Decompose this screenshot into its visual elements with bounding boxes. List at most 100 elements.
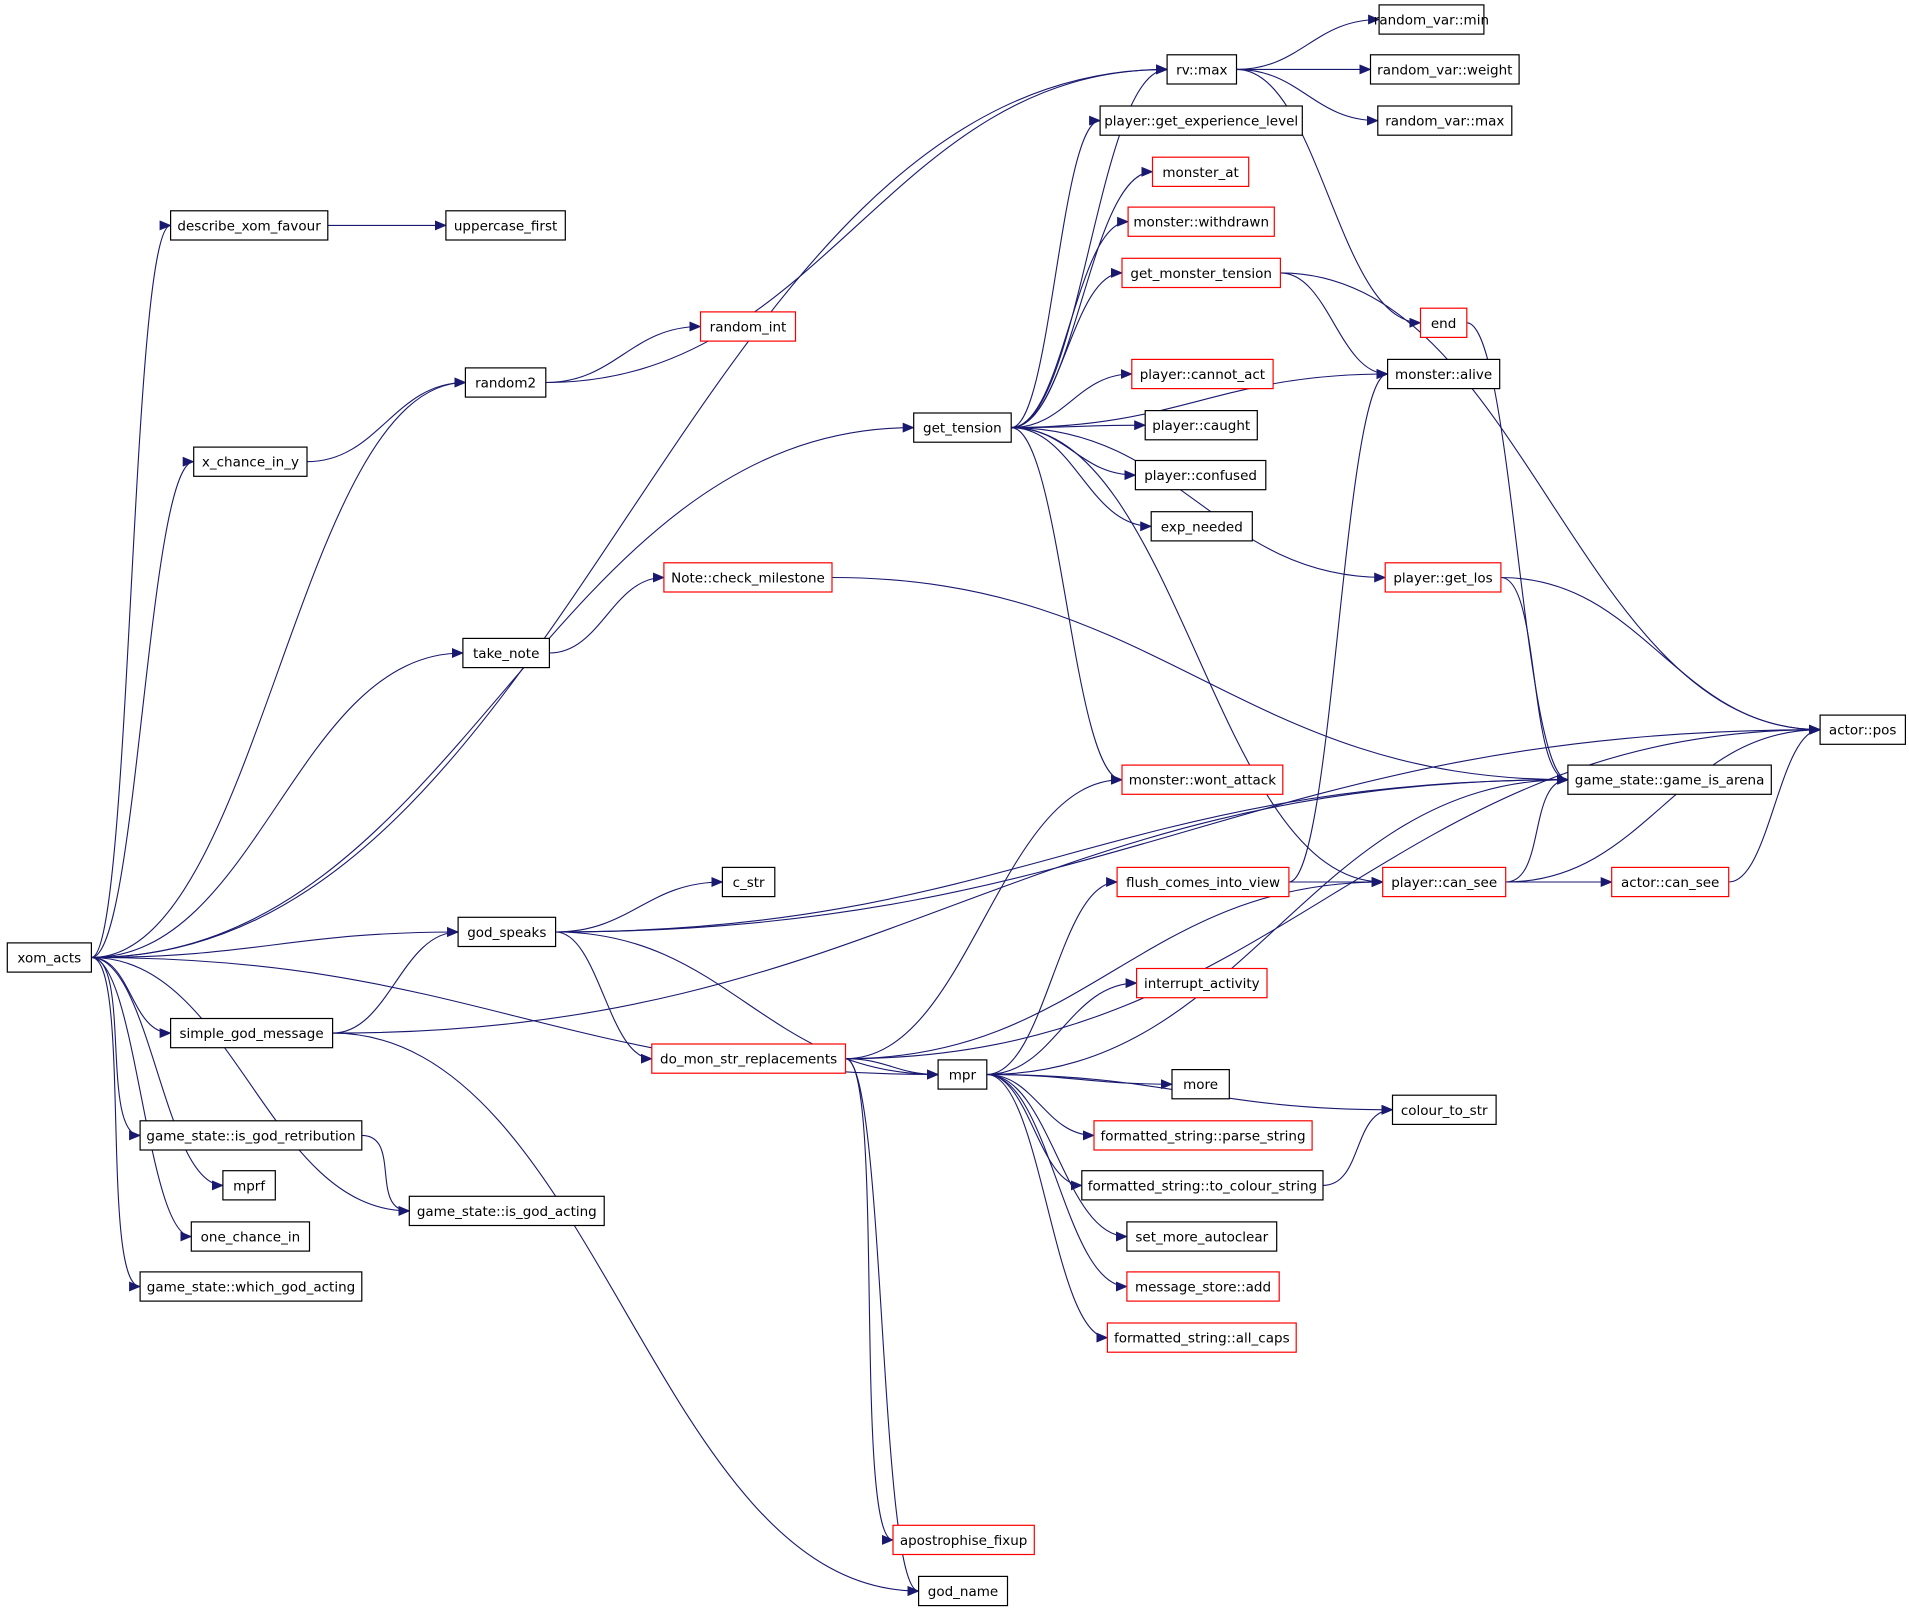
node-box [170,1017,334,1049]
edge-simple_god_message-to-god_name [332,1032,920,1596]
node-monster_wont_attack[interactable]: monster::wont_attack [1121,764,1284,795]
node-colour_to_str[interactable]: colour_to_str [1391,1094,1497,1125]
node-box [1171,1068,1230,1100]
node-box [1151,156,1250,187]
node-take_note[interactable]: take_note [462,637,550,669]
node-apostrophise_fixup[interactable]: apostrophise_fixup [892,1524,1035,1556]
node-label: random_var::max [1385,114,1504,130]
node-get_tension[interactable]: get_tension [913,412,1012,443]
node-label: end [1431,316,1456,332]
node-player_confused[interactable]: player::confused [1134,459,1267,491]
node-box [1391,1094,1497,1125]
node-god_name[interactable]: god_name [917,1575,1009,1607]
edge-god_speaks-to-do_mon_str_replacements [555,931,653,1064]
node-actor_pos[interactable]: actor::pos [1819,714,1906,745]
node-box [222,1170,276,1201]
edge-xom_acts-to-mprf [91,956,224,1191]
node-player_cannot_act[interactable]: player::cannot_act [1131,358,1274,390]
node-player_can_see[interactable]: player::can_see [1382,866,1507,898]
node-flush_comes_into_view[interactable]: flush_comes_into_view [1116,866,1290,898]
node-monster_withdrawn[interactable]: monster::withdrawn [1127,206,1275,237]
edge-simple_god_message-to-game_is_arena [332,774,1569,1034]
edge-xom_acts-to-god_speaks [91,927,460,959]
edge-do_mon_str_replacements-to-actor_pos [845,724,1822,1060]
edge-god_speaks-to-actor_pos [555,724,1822,933]
node-box [139,1271,363,1302]
node-player_get_los[interactable]: player::get_los [1384,562,1502,593]
node-end[interactable]: end [1419,307,1468,339]
node-box [1377,105,1513,136]
node-interrupt_activity[interactable]: interrupt_activity [1135,967,1268,999]
node-exp_needed[interactable]: exp_needed [1150,511,1253,542]
node-box [913,412,1012,443]
node-uppercase_first[interactable]: uppercase_first [445,210,566,241]
edge-do_mon_str_replacements-to-apostrophise_fixup [845,1058,894,1545]
node-random2[interactable]: random2 [464,367,547,398]
node-god_speaks[interactable]: god_speaks [457,916,557,948]
edge-xom_acts-to-rv_max [91,64,1169,959]
edge-god_speaks-to-c_str [555,877,724,933]
node-c_str[interactable]: c_str [721,866,776,898]
node-x_chance_in_y[interactable]: x_chance_in_y [193,446,308,477]
node-box [1819,714,1906,745]
node-to_colour_string[interactable]: formatted_string::to_colour_string [1081,1170,1324,1201]
node-parse_string[interactable]: formatted_string::parse_string [1093,1120,1313,1151]
node-more[interactable]: more [1171,1068,1230,1100]
node-label: simple_god_message [180,1026,324,1042]
node-label: interrupt_activity [1144,976,1260,992]
node-mpr[interactable]: mpr [937,1059,988,1090]
node-actor_can_see[interactable]: actor::can_see [1611,866,1730,898]
node-xom_acts[interactable]: xom_acts [6,942,92,973]
node-label: game_state::which_god_acting [147,1280,355,1296]
node-label: more [1183,1077,1218,1093]
node-box [1166,54,1238,85]
node-game_is_arena[interactable]: game_state::game_is_arena [1567,764,1772,795]
node-message_store_add[interactable]: message_store::add [1126,1271,1280,1302]
edge-random2-to-random_int [545,321,702,384]
node-monster_at[interactable]: monster_at [1151,156,1250,187]
node-random_var_max[interactable]: random_var::max [1377,105,1513,136]
edge-random2-to-rv_max [545,64,1169,384]
node-label: monster::alive [1395,367,1492,383]
node-box [1134,459,1267,491]
node-box [1150,511,1253,542]
node-label: one_chance_in [201,1230,300,1246]
node-rv_max[interactable]: rv::max [1166,54,1238,85]
edge-get_tension-to-monster_wont_attack [1011,427,1123,785]
node-monster_alive[interactable]: monster::alive [1386,358,1501,390]
node-all_caps[interactable]: formatted_string::all_caps [1106,1322,1297,1353]
node-label: formatted_string::to_colour_string [1088,1178,1317,1194]
node-one_chance_in[interactable]: one_chance_in [190,1221,311,1252]
node-mprf[interactable]: mprf [222,1170,276,1201]
node-box [464,367,547,398]
node-get_monster_tension[interactable]: get_monster_tension [1121,257,1281,289]
node-box [1419,307,1468,339]
node-box [1369,54,1520,85]
node-which_god_acting[interactable]: game_state::which_god_acting [139,1271,363,1302]
node-set_more_autoclear[interactable]: set_more_autoclear [1126,1221,1278,1252]
node-is_god_acting[interactable]: game_state::is_god_acting [408,1195,605,1227]
node-random_var_weight[interactable]: random_var::weight [1369,54,1520,85]
node-label: c_str [733,875,765,891]
node-simple_god_message[interactable]: simple_god_message [170,1017,334,1049]
edge-simple_god_message-to-god_speaks [332,927,460,1034]
node-is_god_retribution[interactable]: game_state::is_god_retribution [139,1120,363,1151]
node-box [1135,967,1268,999]
edge-god_speaks-to-mpr [555,931,940,1080]
node-player_caught[interactable]: player::caught [1144,410,1258,441]
node-box [892,1524,1035,1556]
node-label: do_mon_str_replacements [660,1052,837,1068]
node-label: player::get_experience_level [1104,114,1298,130]
node-get_experience_level[interactable]: player::get_experience_level [1099,105,1303,136]
node-random_int[interactable]: random_int [699,311,797,342]
edge-player_get_los-to-game_is_arena [1500,576,1569,785]
node-label: get_tension [923,421,1002,437]
node-box [1378,4,1485,35]
node-label: game_state::is_god_acting [417,1204,597,1220]
node-label: mpr [949,1068,977,1084]
edge-do_mon_str_replacements-to-mpr [845,1058,940,1080]
node-describe_xom_favour[interactable]: describe_xom_favour [170,210,329,241]
node-random_var_min[interactable]: random_var::min [1374,4,1489,35]
node-check_milestone[interactable]: Note::check_milestone [663,562,833,593]
node-do_mon_str_replacements[interactable]: do_mon_str_replacements [651,1043,847,1074]
